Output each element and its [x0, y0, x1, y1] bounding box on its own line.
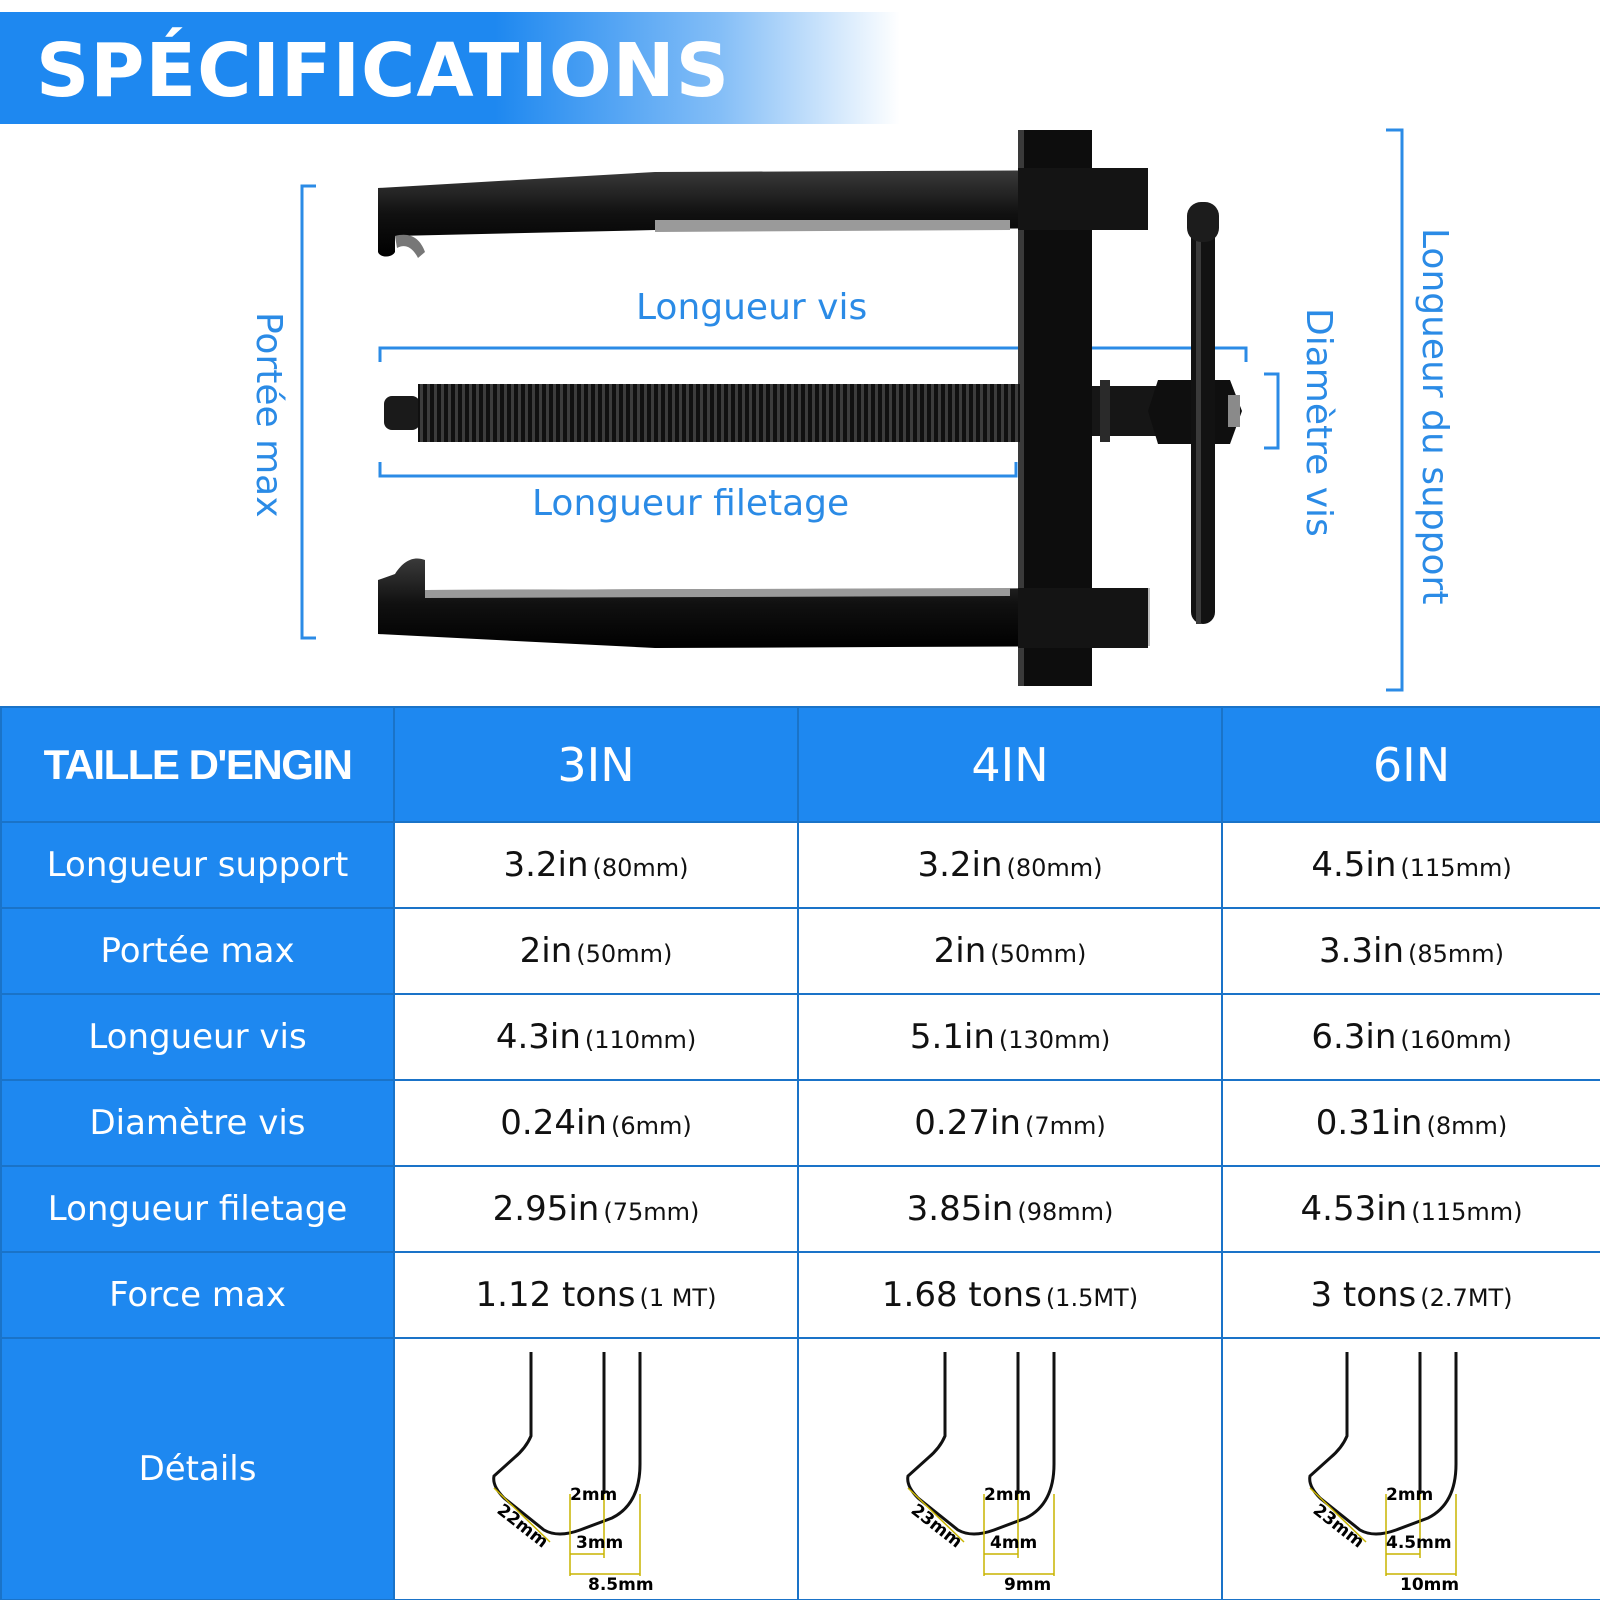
- screw: [384, 380, 1242, 444]
- row-label: Force max: [0, 1251, 395, 1339]
- svg-text:3mm: 3mm: [576, 1533, 623, 1553]
- table-cell: 4.53in(115mm): [1221, 1165, 1600, 1253]
- table-row: Diamètre vis 0.24in(6mm) 0.27in(7mm) 0.3…: [0, 1079, 1600, 1167]
- svg-text:23mm: 23mm: [1308, 1500, 1367, 1552]
- table-cell: 0.24in(6mm): [393, 1079, 799, 1167]
- table-cell: 0.27in(7mm): [797, 1079, 1223, 1167]
- page-title: SPÉCIFICATIONS: [36, 28, 730, 114]
- size-column-6in: 6IN: [1221, 706, 1600, 823]
- svg-text:8.5mm: 8.5mm: [588, 1575, 654, 1594]
- table-row: Longueur vis 4.3in(110mm) 5.1in(130mm) 6…: [0, 993, 1600, 1081]
- table-cell: 2in(50mm): [797, 907, 1223, 995]
- size-header: TAILLE D'ENGIN: [0, 706, 395, 823]
- header-banner: SPÉCIFICATIONS: [0, 12, 900, 124]
- table-cell: 5.1in(130mm): [797, 993, 1223, 1081]
- table-cell: 3.2in(80mm): [393, 821, 799, 909]
- screw-length-dimension-label: Longueur vis: [636, 287, 868, 328]
- row-label: Longueur support: [0, 821, 395, 909]
- table-cell: 3 tons(2.7MT): [1221, 1251, 1600, 1339]
- specification-table: TAILLE D'ENGIN 3IN 4IN 6IN Longueur supp…: [0, 706, 1600, 1600]
- svg-text:2mm: 2mm: [984, 1485, 1031, 1505]
- table-cell: 3.2in(80mm): [797, 821, 1223, 909]
- svg-text:23mm: 23mm: [907, 1500, 966, 1552]
- size-column-3in: 3IN: [393, 706, 799, 823]
- table-cell: 3.85in(98mm): [797, 1165, 1223, 1253]
- screw-diameter-dimension-label: Diamètre vis: [1298, 308, 1339, 537]
- support-length-dimension-label: Longueur du support: [1414, 228, 1455, 605]
- table-cell: 2.95in(75mm): [393, 1165, 799, 1253]
- row-label: Détails: [0, 1337, 395, 1600]
- thread-length-dimension-label: Longueur filetage: [532, 483, 850, 524]
- table-cell: 1.68 tons(1.5MT): [797, 1251, 1223, 1339]
- jaw-detail-drawing-4in: 2mm 23mm 4mm 9mm: [906, 1352, 1056, 1594]
- svg-text:10mm: 10mm: [1400, 1575, 1459, 1594]
- table-cell: 1.12 tons(1 MT): [393, 1251, 799, 1339]
- table-row-details: Détails 2mm 22mm 3mm 8.5mm: [0, 1337, 1600, 1600]
- product-diagram: Portée max Longueur vis Longueur filetag…: [0, 124, 1600, 704]
- table-cell: 3.3in(85mm): [1221, 907, 1600, 995]
- table-cell: 4.3in(110mm): [393, 993, 799, 1081]
- row-label: Diamètre vis: [0, 1079, 395, 1167]
- svg-text:22mm: 22mm: [493, 1500, 552, 1552]
- row-label: Longueur vis: [0, 993, 395, 1081]
- svg-text:9mm: 9mm: [1004, 1575, 1051, 1594]
- table-row: Force max 1.12 tons(1 MT) 1.68 tons(1.5M…: [0, 1251, 1600, 1339]
- table-cell: 2in(50mm): [393, 907, 799, 995]
- table-row: Portée max 2in(50mm) 2in(50mm) 3.3in(85m…: [0, 907, 1600, 995]
- jaw-detail-cell: 2mm 23mm 4mm 9mm: [797, 1337, 1223, 1600]
- table-row: Longueur support 3.2in(80mm) 3.2in(80mm)…: [0, 821, 1600, 909]
- table-cell: 6.3in(160mm): [1221, 993, 1600, 1081]
- svg-text:2mm: 2mm: [1386, 1485, 1433, 1505]
- table-cell: 0.31in(8mm): [1221, 1079, 1600, 1167]
- reach-dimension-label: Portée max: [248, 312, 289, 518]
- svg-text:4mm: 4mm: [990, 1533, 1037, 1553]
- table-header-row: TAILLE D'ENGIN 3IN 4IN 6IN: [0, 706, 1600, 823]
- table-row: Longueur filetage 2.95in(75mm) 3.85in(98…: [0, 1165, 1600, 1253]
- row-label: Portée max: [0, 907, 395, 995]
- jaw-detail-cell: 2mm 22mm 3mm 8.5mm: [393, 1337, 799, 1600]
- jaw-detail-cell: 2mm 23mm 4.5mm 10mm: [1221, 1337, 1600, 1600]
- svg-text:4.5mm: 4.5mm: [1386, 1533, 1452, 1553]
- size-column-4in: 4IN: [797, 706, 1223, 823]
- dimension-lines: [300, 128, 1404, 692]
- row-label: Longueur filetage: [0, 1165, 395, 1253]
- puller-illustration: [300, 128, 1404, 692]
- jaw-detail-drawing-6in: 2mm 23mm 4.5mm 10mm: [1307, 1352, 1459, 1594]
- table-cell: 4.5in(115mm): [1221, 821, 1600, 909]
- t-handle: [1187, 202, 1219, 624]
- jaw-detail-drawing-3in: 2mm 22mm 3mm 8.5mm: [492, 1352, 654, 1594]
- svg-text:2mm: 2mm: [570, 1485, 617, 1505]
